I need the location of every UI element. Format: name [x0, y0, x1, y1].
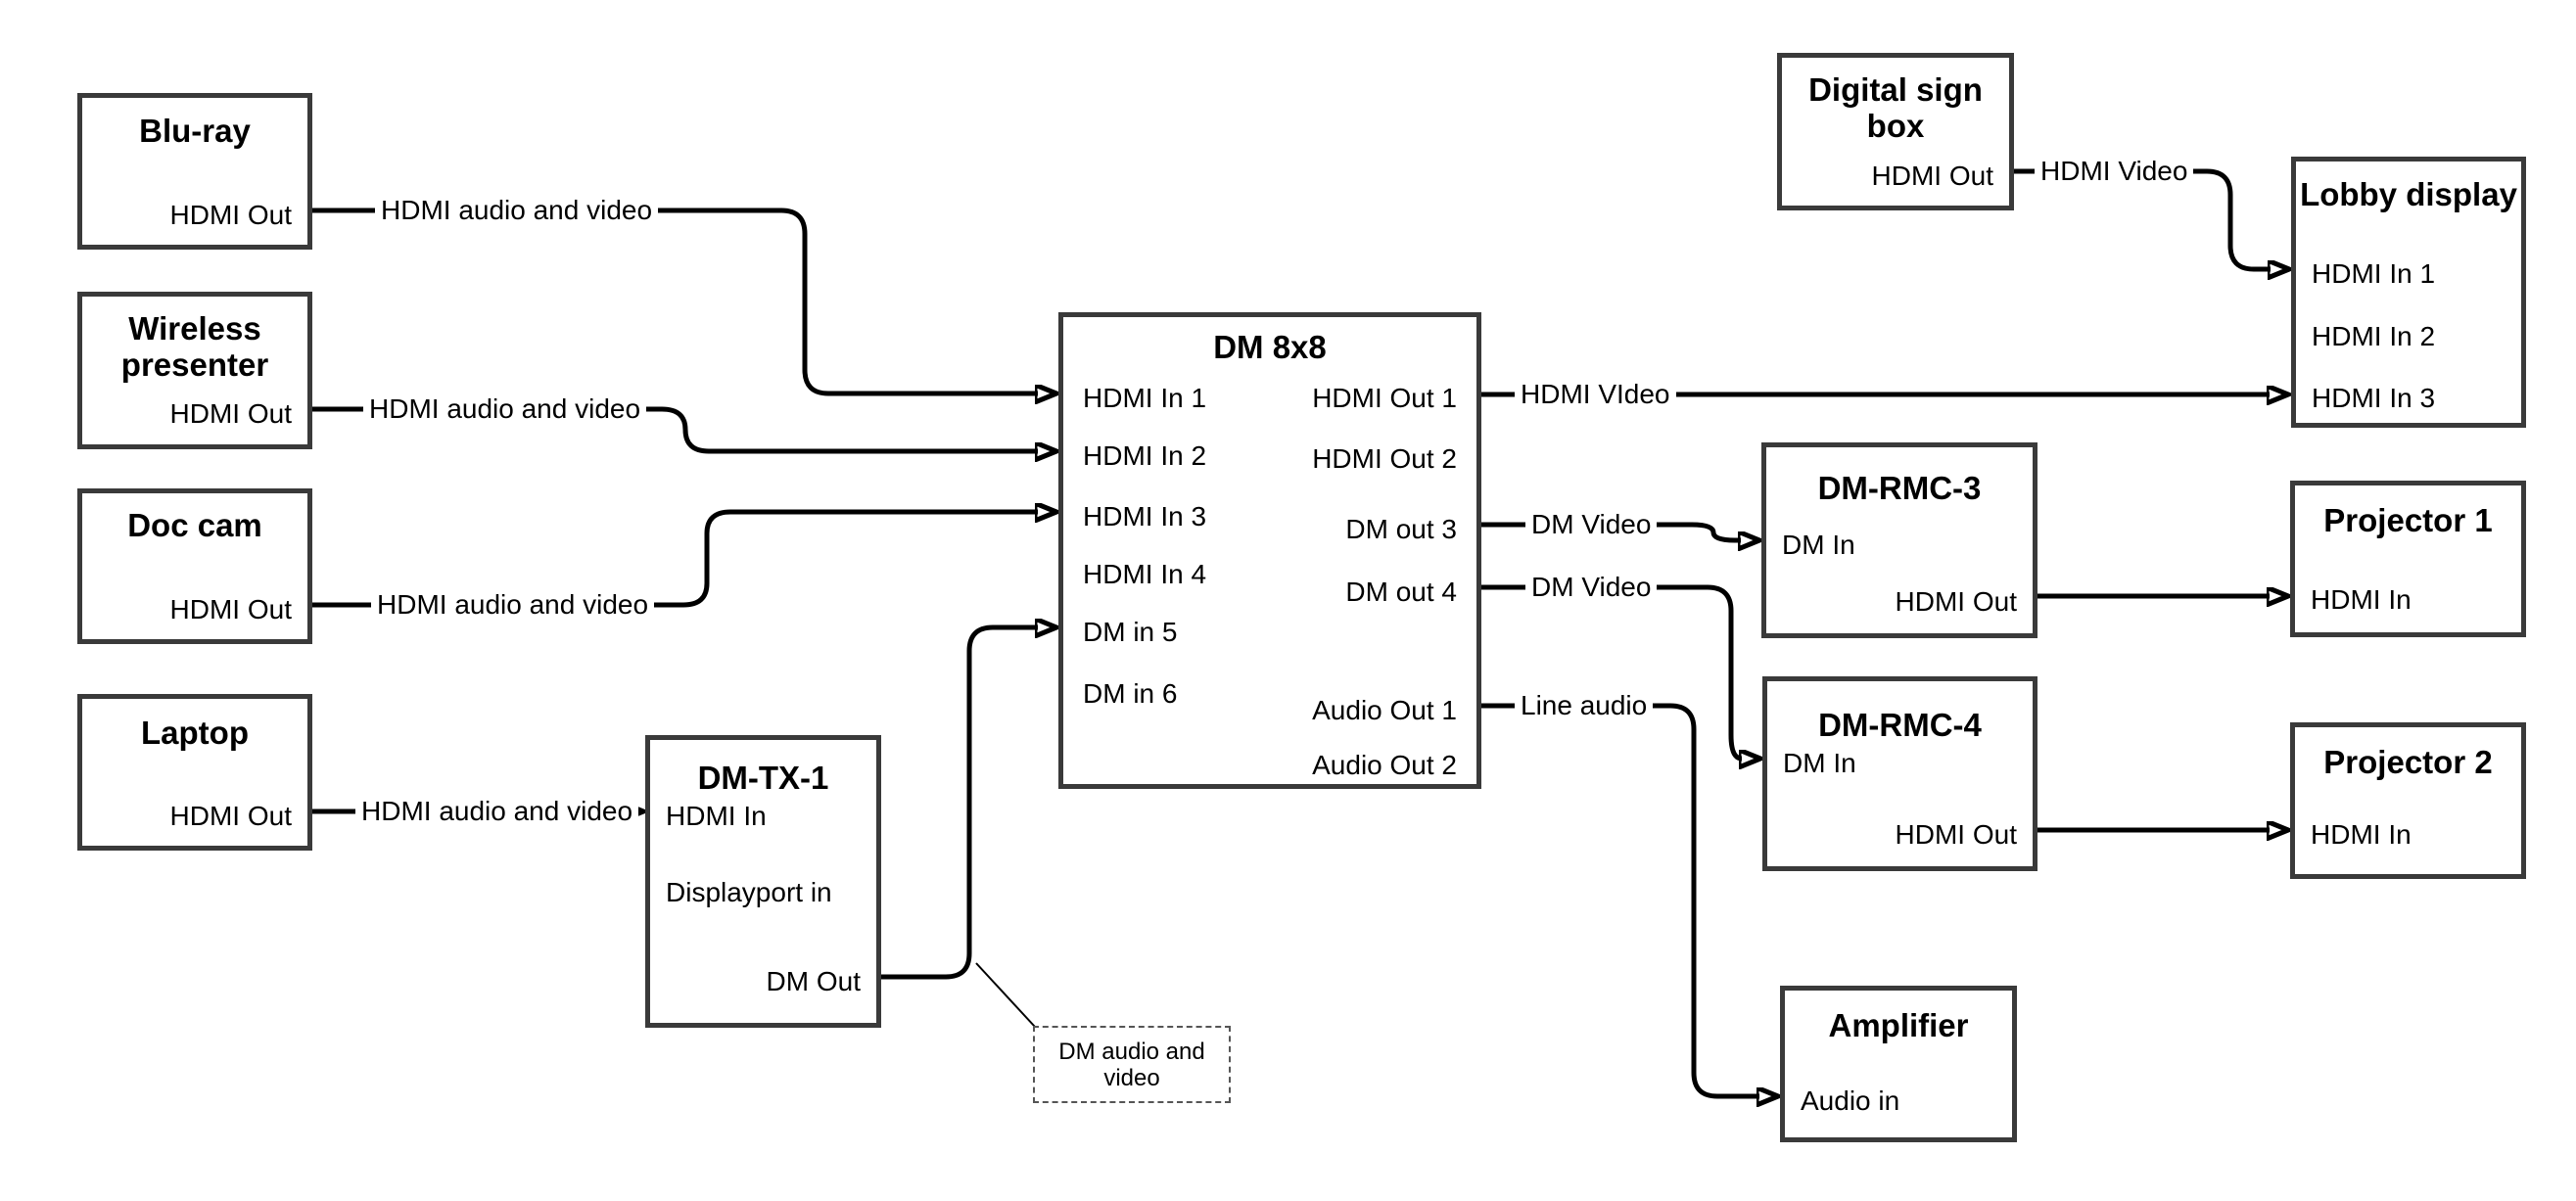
node-projector-1: Projector 1 HDMI In [2290, 481, 2526, 637]
port-hdmi-out: HDMI Out [169, 594, 292, 624]
callout-dm-audio-and-video: DM audio and video [1033, 1026, 1231, 1103]
node-title: Lobby display [2300, 176, 2517, 212]
node-laptop: Laptop HDMI Out [77, 694, 312, 851]
port-hdmi-in-2: HDMI In 2 [2312, 321, 2436, 351]
node-dm-tx-1: DM-TX-1 HDMI In Displayport in DM Out [645, 735, 881, 1028]
port-audio-in: Audio in [1801, 1086, 1900, 1116]
port-dm-out: DM Out [766, 966, 861, 996]
port-hdmi-in-1: HDMI In 1 [1083, 383, 1207, 413]
node-title: Amplifier [1828, 1007, 1969, 1043]
port-hdmi-out: HDMI Out [1895, 819, 2017, 850]
port-dm-out-3: DM out 3 [1345, 514, 1457, 544]
edge-dmtx1-to-dm8x8-in5 [881, 627, 1038, 980]
port-hdmi-in: HDMI In [2311, 819, 2412, 850]
port-audio-out-1: Audio Out 1 [1312, 695, 1457, 725]
node-title: Projector 2 [2323, 744, 2493, 780]
port-hdmi-in-3: HDMI In 3 [1083, 501, 1207, 531]
wire-label-hdmi-audio-video-wireless: HDMI audio and video [363, 393, 647, 426]
port-hdmi-out-2: HDMI Out 2 [1312, 443, 1457, 474]
wire-label-hdmi-video-out1: HDMI VIdeo [1515, 378, 1676, 411]
wire-label-hdmi-audio-video-bluray: HDMI audio and video [375, 194, 659, 227]
node-doc-cam: Doc cam HDMI Out [77, 488, 312, 644]
port-hdmi-in-4: HDMI In 4 [1083, 559, 1207, 589]
node-title: Laptop [141, 715, 249, 751]
wire-label-dm-video-out4: DM Video [1525, 571, 1658, 604]
node-blu-ray: Blu-ray HDMI Out [77, 93, 312, 250]
edge-wireless-to-dm8x8-in2 [312, 406, 1038, 451]
wire-label-hdmi-video-signbox: HDMI Video [2035, 155, 2194, 188]
node-lobby-display: Lobby display HDMI In 1 HDMI In 2 HDMI I… [2291, 157, 2526, 428]
port-hdmi-in-2: HDMI In 2 [1083, 440, 1207, 471]
callout-text: DM audio and video [1058, 1038, 1205, 1091]
node-title: Wireless presenter [120, 310, 269, 383]
wire-label-hdmi-audio-video-doccam: HDMI audio and video [371, 588, 655, 622]
port-dm-in: DM In [1782, 530, 1855, 560]
port-hdmi-out: HDMI Out [169, 398, 292, 429]
port-dm-out-4: DM out 4 [1345, 577, 1457, 607]
callout-leader-line [975, 962, 1036, 1028]
node-title: DM-TX-1 [697, 760, 829, 796]
port-dm-in-5: DM in 5 [1083, 617, 1178, 647]
node-dm-rmc-3: DM-RMC-3 DM In HDMI Out [1761, 442, 2037, 638]
node-title: Doc cam [127, 507, 262, 543]
port-hdmi-out: HDMI Out [169, 801, 292, 831]
port-dm-in: DM In [1783, 748, 1856, 778]
wire-label-dm-video-out3: DM Video [1525, 508, 1658, 541]
wire-label-line-audio: Line audio [1515, 689, 1654, 722]
node-amplifier: Amplifier Audio in [1780, 986, 2017, 1142]
edge-doccam-to-dm8x8-in3 [312, 512, 1038, 608]
node-title: Projector 1 [2323, 502, 2493, 538]
node-title: Blu-ray [139, 113, 251, 149]
node-dm-8x8: DM 8x8 HDMI In 1 HDMI In 2 HDMI In 3 HDM… [1058, 312, 1481, 789]
node-projector-2: Projector 2 HDMI In [2290, 722, 2526, 879]
port-hdmi-out: HDMI Out [169, 200, 292, 230]
port-hdmi-in: HDMI In [2311, 584, 2412, 615]
node-title: DM-RMC-4 [1818, 707, 1982, 743]
edge-dm8x8-out3-to-rmc3 [1481, 522, 1741, 540]
port-audio-out-2: Audio Out 2 [1312, 750, 1457, 780]
node-title: DM-RMC-3 [1817, 470, 1982, 506]
node-digital-sign-box: Digital sign box HDMI Out [1777, 53, 2014, 210]
node-dm-rmc-4: DM-RMC-4 DM In HDMI Out [1762, 676, 2037, 871]
port-hdmi-out: HDMI Out [1871, 161, 1993, 191]
port-hdmi-in: HDMI In [666, 801, 767, 831]
node-wireless-presenter: Wireless presenter HDMI Out [77, 292, 312, 449]
edge-signbox-to-lobby-in1 [2014, 168, 2271, 269]
port-hdmi-in-1: HDMI In 1 [2312, 258, 2436, 289]
port-hdmi-in-3: HDMI In 3 [2312, 383, 2436, 413]
port-dm-in-6: DM in 6 [1083, 678, 1178, 709]
wire-label-hdmi-audio-video-laptop: HDMI audio and video [355, 795, 639, 828]
port-displayport-in: Displayport in [666, 877, 832, 907]
edge-bluray-to-dm8x8-in1 [312, 208, 1038, 393]
port-hdmi-out-1: HDMI Out 1 [1312, 383, 1457, 413]
port-hdmi-out: HDMI Out [1895, 586, 2017, 617]
edge-dm8x8-audio1-to-amp [1481, 703, 1759, 1096]
edge-dm8x8-out4-to-rmc4 [1481, 584, 1742, 759]
node-title: Digital sign box [1808, 71, 1983, 144]
node-title: DM 8x8 [1213, 329, 1327, 365]
